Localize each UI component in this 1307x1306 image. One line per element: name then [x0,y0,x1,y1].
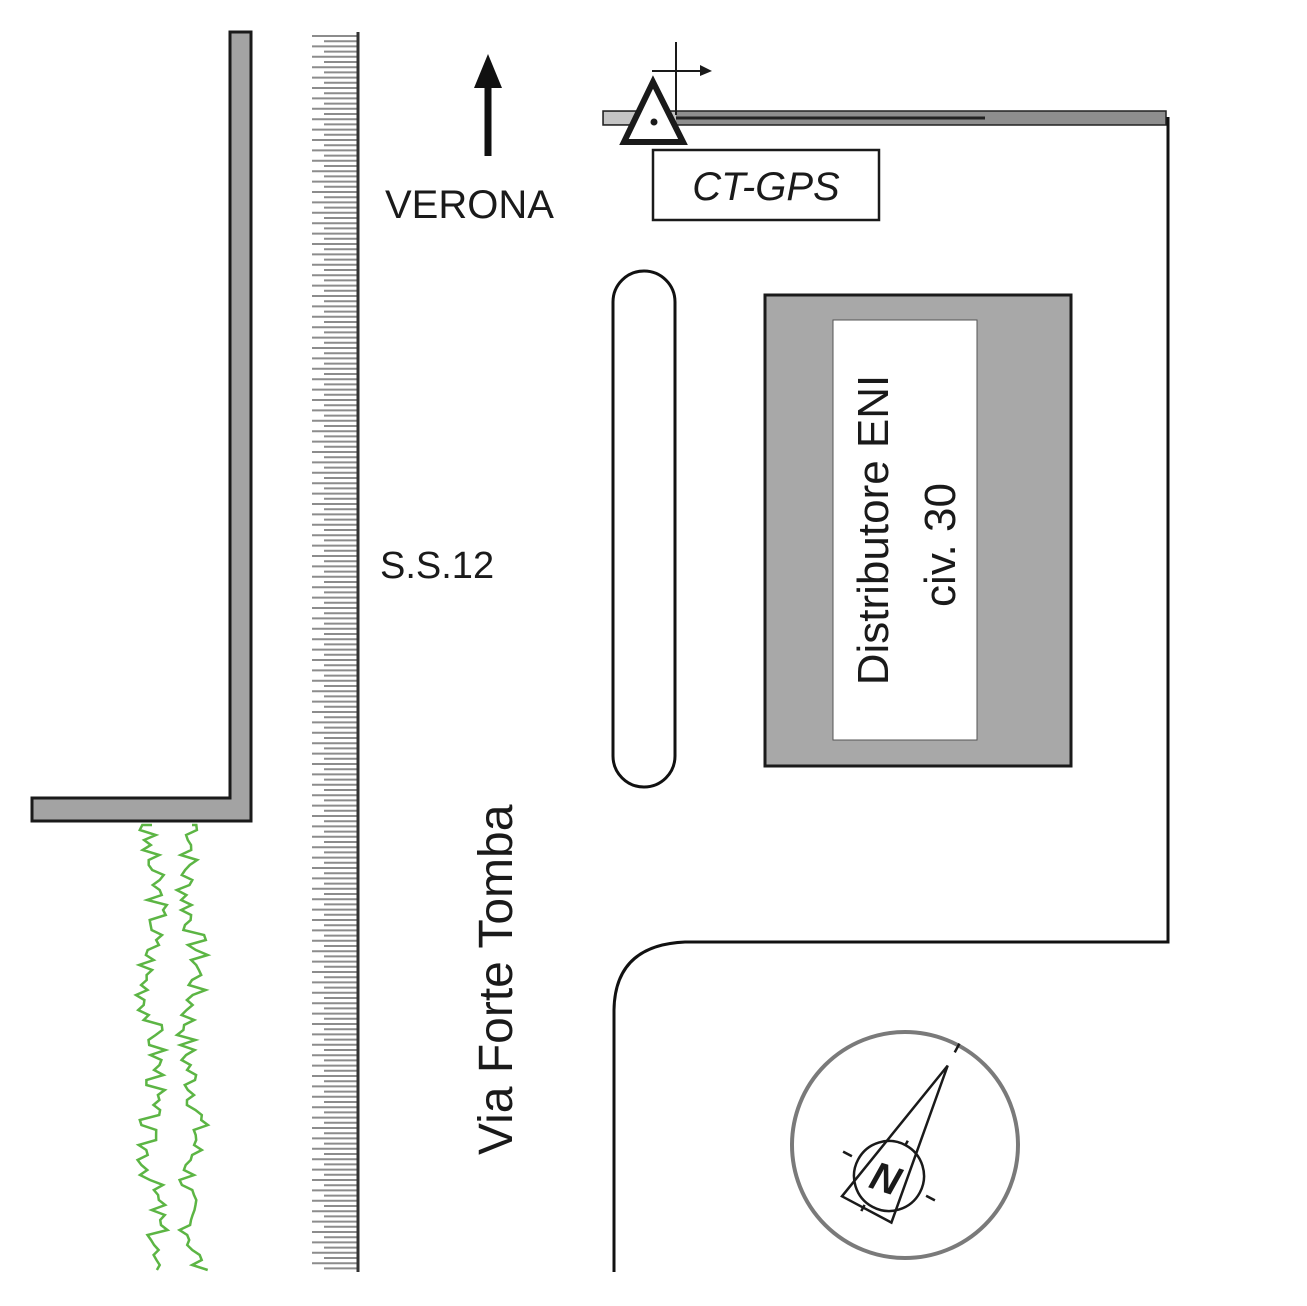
crosshair-arrow-icon [652,42,712,115]
wall [30,30,253,823]
north-compass-icon: N [790,1030,1020,1260]
verona-label: VERONA [385,183,554,227]
road-curb [612,117,1170,1272]
building-name-label: Distributore ENI [849,375,898,686]
ct-gps-box [651,148,881,222]
ct-gps-label: CT-GPS [692,165,840,209]
road-edge-hatching [312,35,358,1270]
via-forte-tomba-label: Via Forte Tomba [470,804,523,1155]
ss12-label: S.S.12 [380,545,494,587]
gps-station-icon [619,75,688,145]
building-number-label: civ. 30 [916,483,965,607]
vegetation-line [133,823,171,1271]
building-label-box [832,319,978,741]
direction-arrow-icon [474,54,502,156]
traffic-island [611,269,677,789]
vegetation-line [173,823,212,1272]
